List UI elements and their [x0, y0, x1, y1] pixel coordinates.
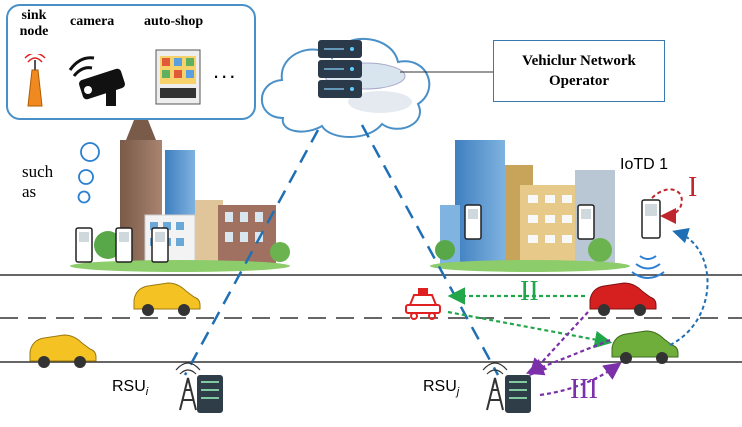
link-iii-arrows	[525, 311, 622, 397]
car-green	[611, 330, 679, 364]
right-city-buildings	[430, 140, 630, 272]
link-i-arrow	[651, 188, 683, 224]
link-i-label: I	[688, 172, 698, 203]
antenna-icon	[24, 54, 46, 107]
such-as-label: such as	[22, 162, 54, 201]
rsu-i-sub: i	[145, 386, 149, 399]
link-ii-arrows	[447, 287, 613, 349]
car-yellow-2	[29, 334, 97, 368]
car-outline-red-icon	[405, 288, 441, 320]
rsu-i-tower-icon	[175, 362, 223, 413]
car-red	[589, 282, 657, 316]
sink-node-label: sink node	[19, 8, 49, 39]
road	[0, 274, 742, 363]
cloud-server-icon	[260, 37, 431, 138]
phone-screens	[79, 204, 657, 242]
auto-shop-label: auto-shop	[144, 14, 204, 29]
thought-bubbles	[77, 142, 100, 204]
car-yellow-1	[133, 282, 201, 316]
v2i-arrow	[669, 227, 709, 346]
link-ii-label: II	[520, 276, 539, 307]
signal-waves-icon	[631, 255, 665, 279]
rsu-j-label: RSUj	[423, 378, 459, 398]
camera-label: camera	[70, 14, 115, 29]
camera-icon	[68, 56, 125, 106]
iot-devices-box	[6, 4, 256, 120]
more-devices-ellipsis: ...	[213, 58, 238, 83]
rsu-j-sub: j	[456, 386, 460, 399]
backhaul-links	[183, 124, 500, 376]
rsu-j-base: RSU	[423, 378, 457, 395]
rsu-i-label: RSUi	[112, 378, 148, 398]
rsu-i-base: RSU	[112, 378, 146, 395]
vending-kiosk-icon	[155, 49, 201, 105]
iotd-1-label: IoTD 1	[620, 156, 669, 173]
network-operator-box: Vehiclur Network Operator	[493, 40, 665, 102]
link-iii-label: III	[570, 374, 598, 405]
left-city-buildings	[70, 120, 290, 272]
rsu-j-tower-icon	[482, 362, 531, 413]
operator-label: Vehiclur Network Operator	[522, 53, 636, 89]
